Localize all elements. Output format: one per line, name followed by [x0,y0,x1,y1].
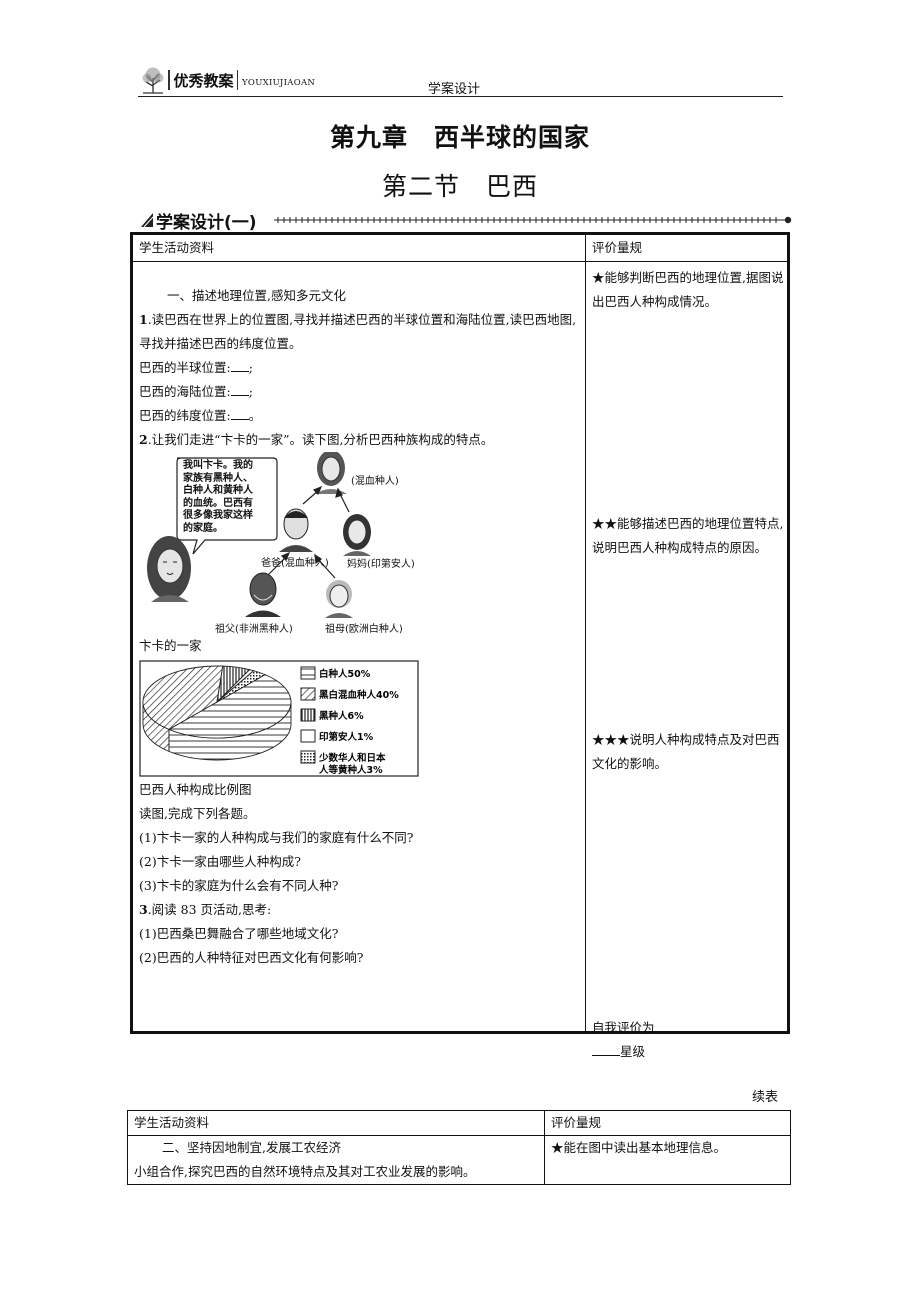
q3-sub-1: (1)巴西桑巴舞融合了哪些地域文化? [139,926,339,941]
question-2: 2.让我们走进“卞卡的一家”。读下图,分析巴西种族构成的特点。 [139,432,494,447]
col-header-materials-2: 学生活动资料 [127,1110,545,1136]
label-grandpa: 祖父(非洲黑种人) [215,624,293,635]
bubble-text: 我叫卞卡。我的 家族有黑种人、 白种人和黄种人 的血统。巴西有 很多像我家这样 … [183,460,253,534]
legend-swatch-0 [300,666,316,680]
brand-latin: YOUXIUJIAOAN [242,78,316,88]
race-pie-chart: 白种人50% 黑白混血种人40% 黑种人6% 印第安人1% 少数华人和日本人等黄种人3% [139,660,421,778]
legend-swatch-4 [300,750,316,764]
col-header-rubric: 评价量规 [585,233,789,262]
q2-sub-2: (2)卞卡一家由哪些人种构成? [139,854,301,869]
chapter-title: 第九章 西半球的国家 [329,123,590,152]
legend-label-3: 印第安人1% [319,731,374,743]
part2-text: 小组合作,探究巴西的自然环境特点及其对工农业发展的影响。 [134,1164,476,1179]
rubric-cell: ★能够判断巴西的地理位置,据图说出巴西人种构成情况。 ★★能够描述巴西的地理位置… [585,261,789,1059]
answer-blank[interactable] [230,407,249,420]
brand-name: 优秀教案 [173,71,234,90]
legend-label-4: 少数华人和日本 [318,752,386,764]
rubric-cell-2: ★能在图中读出基本地理信息。 [544,1135,791,1185]
rubric-level-2: ★★能够描述巴西的地理位置特点,说明巴西人种构成特点的原因。 [592,516,784,555]
col-header-materials: 学生活动资料 [131,233,586,262]
materials-cell-2: 二、坚持因地制宜,发展工农经济 小组合作,探究巴西的自然环境特点及其对工农业发展… [127,1135,545,1185]
corner-triangle-icon [141,213,154,228]
q2-sub-1: (1)卞卡一家的人种构成与我们的家庭有什么不同? [139,830,414,845]
legend-swatch-3 [300,729,316,743]
col-header-rubric-2: 评价量规 [544,1110,791,1136]
star-blank[interactable] [592,1043,620,1056]
design-title: 学案设计(一) [156,213,257,233]
legend-label-0: 白种人50% [319,668,371,680]
q1-hemisphere: 巴西的半球位置:; [139,359,253,375]
label-mother: 妈妈(印第安人) [347,559,415,570]
answer-blank[interactable] [230,383,249,396]
label-self: (混血种人) [351,476,399,487]
activity-table-2: 学生活动资料 评价量规 二、坚持因地制宜,发展工农经济 小组合作,探究巴西的自然… [127,1110,791,1185]
pie-slice-1 [142,665,224,730]
pie-slice-4 [216,670,267,703]
family-caption: 卞卡的一家 [139,638,202,653]
header-rule [138,96,783,97]
design-title-bar: 学案设计(一) [140,208,795,233]
self-eval-stars: 星级 [592,1040,645,1064]
q1-latitude: 巴西的纬度位置:。 [139,407,262,423]
dotted-rule-line [274,216,792,224]
section-title: 第二节 巴西 [381,172,538,201]
grandpa-portrait [245,572,281,617]
pie-slice-0 [167,674,292,739]
part2-heading: 二、坚持因地制宜,发展工农经济 [162,1140,341,1155]
grandma-portrait [325,580,353,618]
rubric-level-3: ★★★说明人种构成特点及对巴西文化的影响。 [592,732,780,771]
mother-portrait [343,514,371,556]
legend-swatch-1 [300,687,316,701]
legend-label-2: 黑种人6% [319,710,364,722]
header-center-title: 学案设计 [428,82,481,97]
label-grandma: 祖母(欧洲白种人) [325,624,403,635]
rubric-level-1: ★能够判断巴西的地理位置,据图说出巴西人种构成情况。 [592,270,784,309]
activity-table-1: 学生活动资料 评价量规 一、描述地理位置,感知多元文化 1.读巴西在世界上的位置… [130,232,790,1059]
question-3: 3.阅读 83 页活动,思考: [139,902,272,917]
header-logo: 优秀教案 YOUXIUJIAOAN [140,66,315,94]
lineage-arrows [268,485,350,579]
legend-label-4: 人等黄种人3% [319,764,383,776]
continued-label: 续表 [752,1090,779,1105]
family-figure: 我叫卞卡。我的 家族有黑种人、 白种人和黄种人 的血统。巴西有 很多像我家这样 … [139,452,579,644]
question-1: 1.读巴西在世界上的位置图,寻找并描述巴西的半球位置和海陆位置,读巴西地图,寻找… [139,312,577,351]
father-portrait [279,508,313,552]
q1-sea-land: 巴西的海陆位置:; [139,383,253,399]
read-instruction: 读图,完成下列各题。 [139,806,256,821]
legend-label-1: 黑白混血种人40% [319,689,399,701]
materials-cell: 一、描述地理位置,感知多元文化 1.读巴西在世界上的位置图,寻找并描述巴西的半球… [131,261,586,1033]
part1-heading: 一、描述地理位置,感知多元文化 [167,288,346,303]
self-eval-label: 自我评价为 [592,1020,655,1035]
legend-swatch-2 [300,708,316,722]
kaka-portrait [147,536,191,602]
speech-bubble [176,457,278,555]
answer-blank[interactable] [230,359,249,372]
tree-logo-icon [142,67,164,94]
chart-caption: 巴西人种构成比例图 [139,782,252,797]
q3-sub-2: (2)巴西的人种特征对巴西文化有何影响? [139,950,364,965]
q2-sub-3: (3)卞卡的家庭为什么会有不同人种? [139,878,339,893]
label-father: 爸爸(混血种人) [261,558,329,569]
